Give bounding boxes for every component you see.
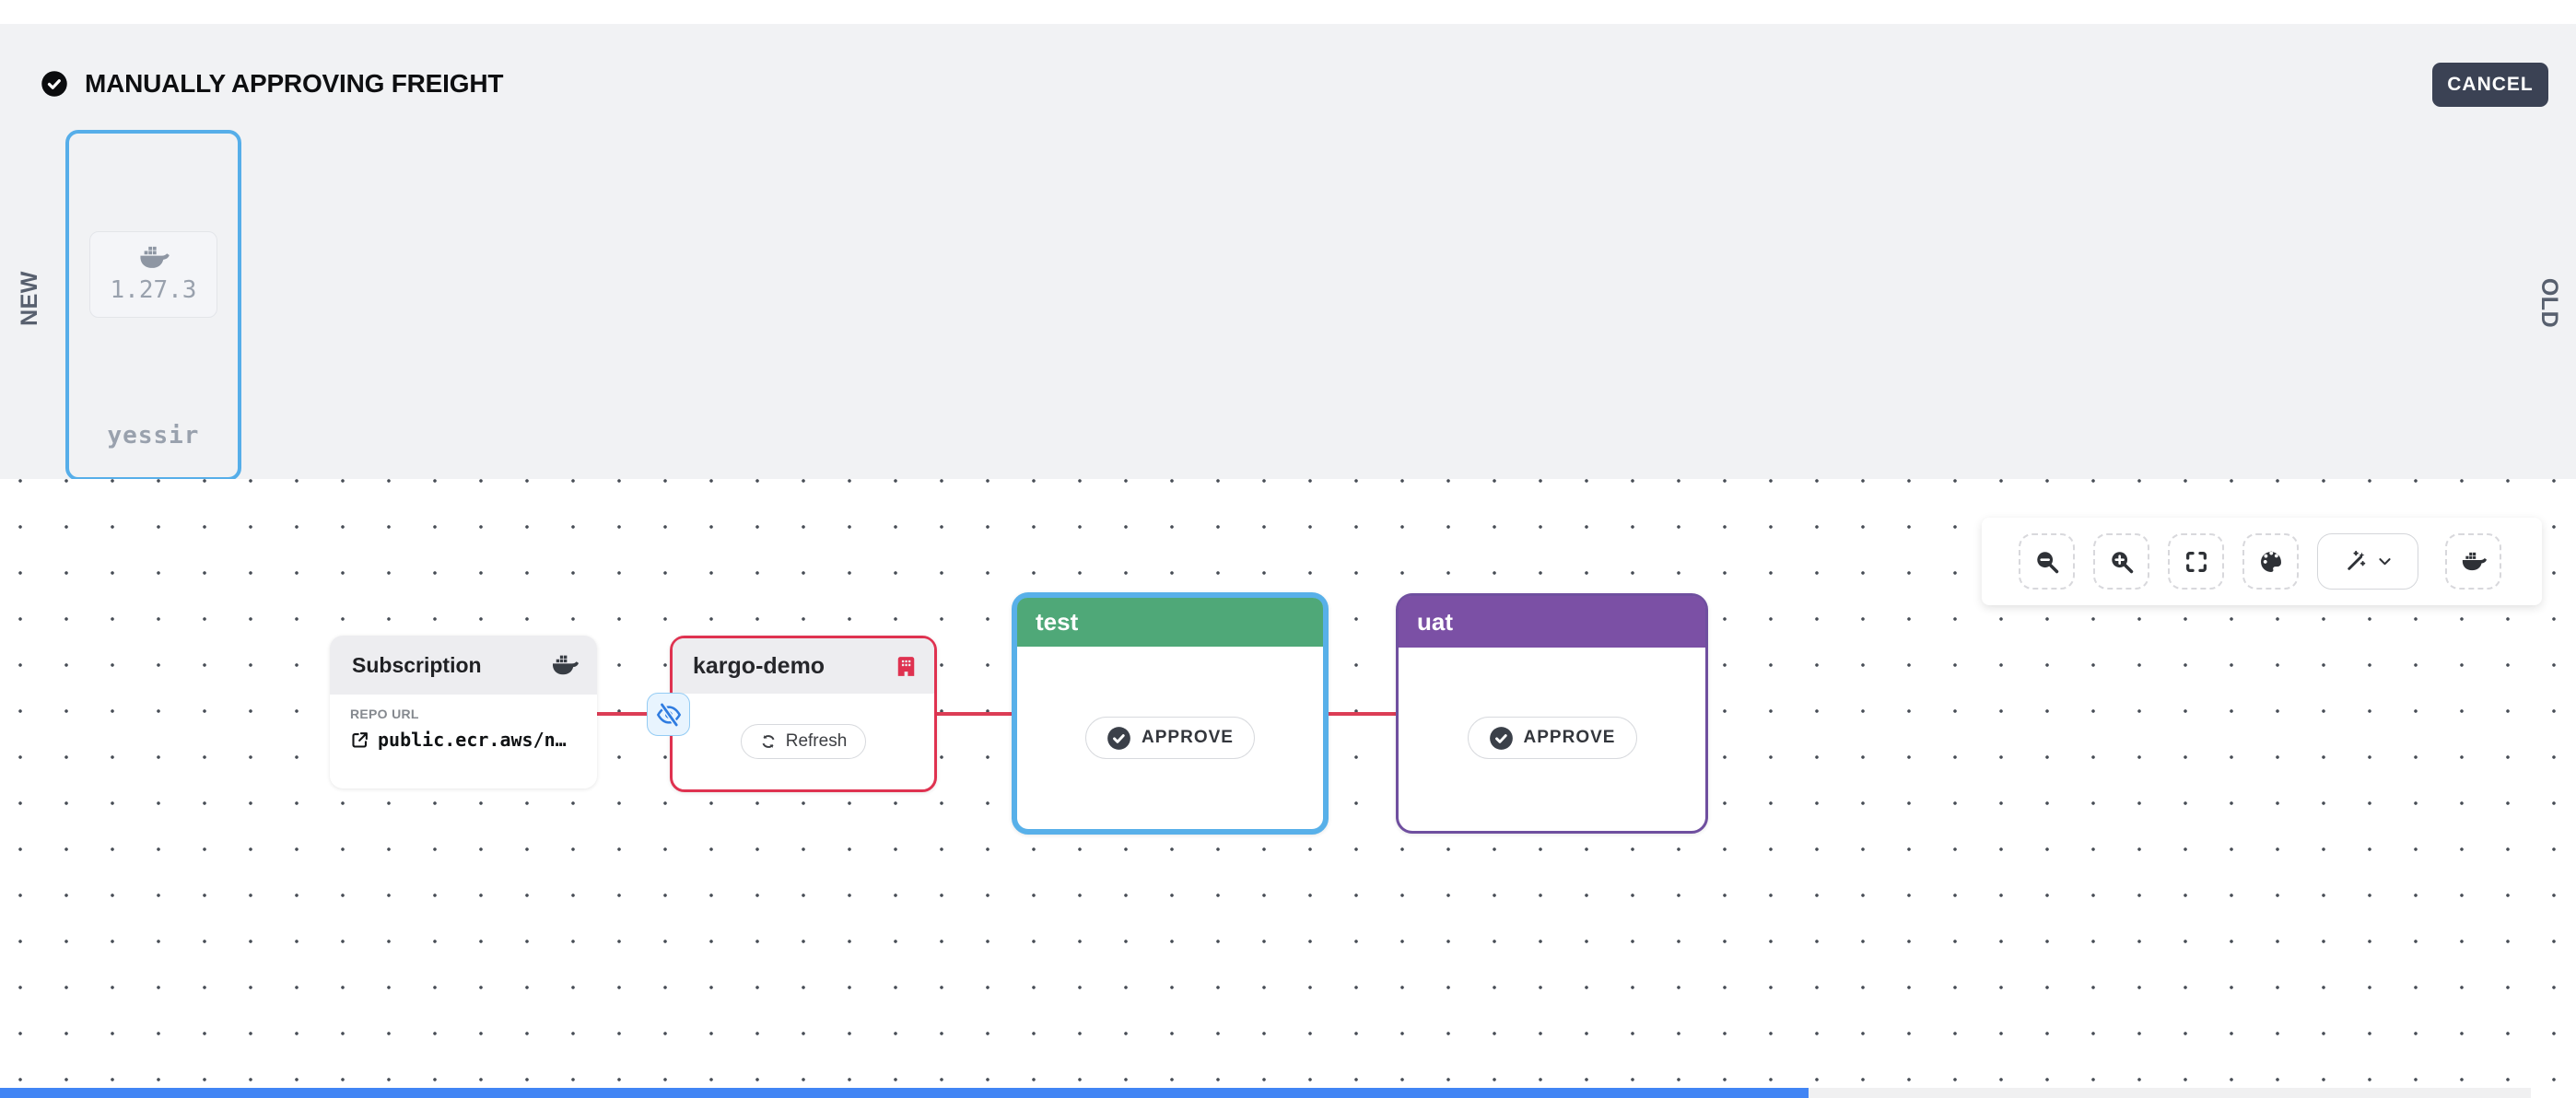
warehouse-body: Refresh: [673, 694, 934, 789]
docker-icon: [553, 655, 579, 674]
warehouse-node[interactable]: kargo-demo Refresh: [670, 636, 937, 792]
freight-artifact-box: 1.27.3: [89, 231, 217, 318]
fit-view-button[interactable]: [2168, 533, 2224, 590]
edge-warehouse-test: [934, 712, 1013, 716]
docker-icon: [139, 246, 170, 268]
edge-test-uat: [1327, 712, 1398, 716]
stage-uat-name: uat: [1417, 607, 1453, 636]
palette-icon: [2260, 551, 2281, 572]
page-title: MANUALLY APPROVING FREIGHT: [85, 69, 504, 98]
repo-url-link[interactable]: public.ecr.aws/n…: [350, 729, 577, 751]
check-circle-icon: [1488, 725, 1514, 751]
freight-bar: MANUALLY APPROVING FREIGHT CANCEL NEW OL…: [0, 24, 2576, 481]
old-side-label: OLD: [2536, 277, 2562, 329]
subscription-title: Subscription: [352, 652, 482, 677]
warehouse-title: kargo-demo: [693, 652, 825, 679]
cancel-button[interactable]: CANCEL: [2432, 63, 2548, 107]
approve-label: APPROVE: [1142, 728, 1234, 747]
check-circle-icon: [41, 70, 68, 98]
check-circle-icon: [1107, 725, 1132, 751]
subscription-body: REPO URL public.ecr.aws/n…: [330, 695, 597, 751]
top-white-strip: [0, 0, 2576, 24]
stage-uat-header: uat: [1399, 596, 1705, 648]
zoom-in-icon: [2110, 550, 2133, 573]
zoom-out-button[interactable]: [2019, 533, 2075, 590]
approve-button-uat[interactable]: APPROVE: [1467, 717, 1637, 759]
subscription-node[interactable]: Subscription REPO URL public.ecr.aws/n…: [330, 636, 597, 788]
docker-icon: [2462, 552, 2487, 570]
repo-url-label: REPO URL: [350, 707, 419, 721]
freight-alias: yessir: [107, 422, 200, 450]
repo-url-value: public.ecr.aws/n…: [378, 729, 567, 751]
stage-test-name: test: [1036, 608, 1079, 636]
refresh-button[interactable]: Refresh: [740, 724, 867, 759]
freight-card[interactable]: 1.27.3 yessir: [65, 130, 241, 481]
approve-button-test[interactable]: APPROVE: [1085, 717, 1255, 759]
horizontal-scrollbar-thumb[interactable]: [0, 1088, 1809, 1098]
edge-subscription-warehouse: [595, 712, 671, 716]
freight-version: 1.27.3: [110, 276, 197, 304]
stage-node-test[interactable]: test APPROVE: [1012, 592, 1329, 835]
magic-wand-menu-button[interactable]: [2317, 533, 2418, 590]
refresh-label: Refresh: [785, 731, 848, 751]
palette-button[interactable]: [2242, 533, 2299, 590]
canvas-toolbar: [1982, 518, 2542, 605]
approve-label: APPROVE: [1523, 728, 1616, 747]
warehouse-building-icon: [897, 656, 915, 676]
stage-node-uat[interactable]: uat APPROVE: [1396, 593, 1708, 834]
eye-invisible-icon: [656, 702, 682, 728]
magic-wand-icon: [2347, 550, 2366, 570]
new-side-label: NEW: [17, 271, 42, 326]
warehouse-header: kargo-demo: [673, 638, 934, 694]
toggle-subscriptions-button[interactable]: [647, 693, 690, 736]
subscription-header: Subscription: [330, 636, 597, 695]
docker-filter-button[interactable]: [2445, 533, 2501, 590]
fullscreen-icon: [2185, 551, 2207, 572]
external-link-icon: [352, 731, 368, 748]
chevron-down-icon: [2378, 558, 2391, 566]
zoom-in-button[interactable]: [2093, 533, 2149, 590]
refresh-icon: [762, 734, 775, 749]
stage-test-header: test: [1017, 598, 1323, 647]
zoom-out-icon: [2035, 550, 2058, 573]
